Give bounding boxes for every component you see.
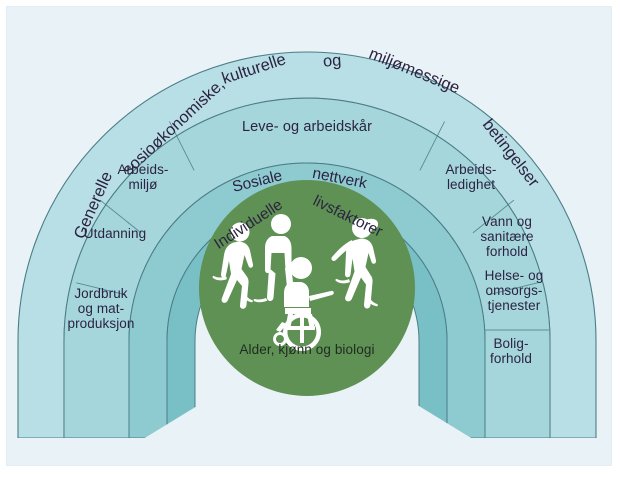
running-adult-figure	[212, 222, 254, 309]
wheelchair-user-figure	[273, 257, 334, 351]
caregiver-pushing-figure	[331, 218, 379, 309]
people-silhouettes-group	[212, 214, 379, 351]
